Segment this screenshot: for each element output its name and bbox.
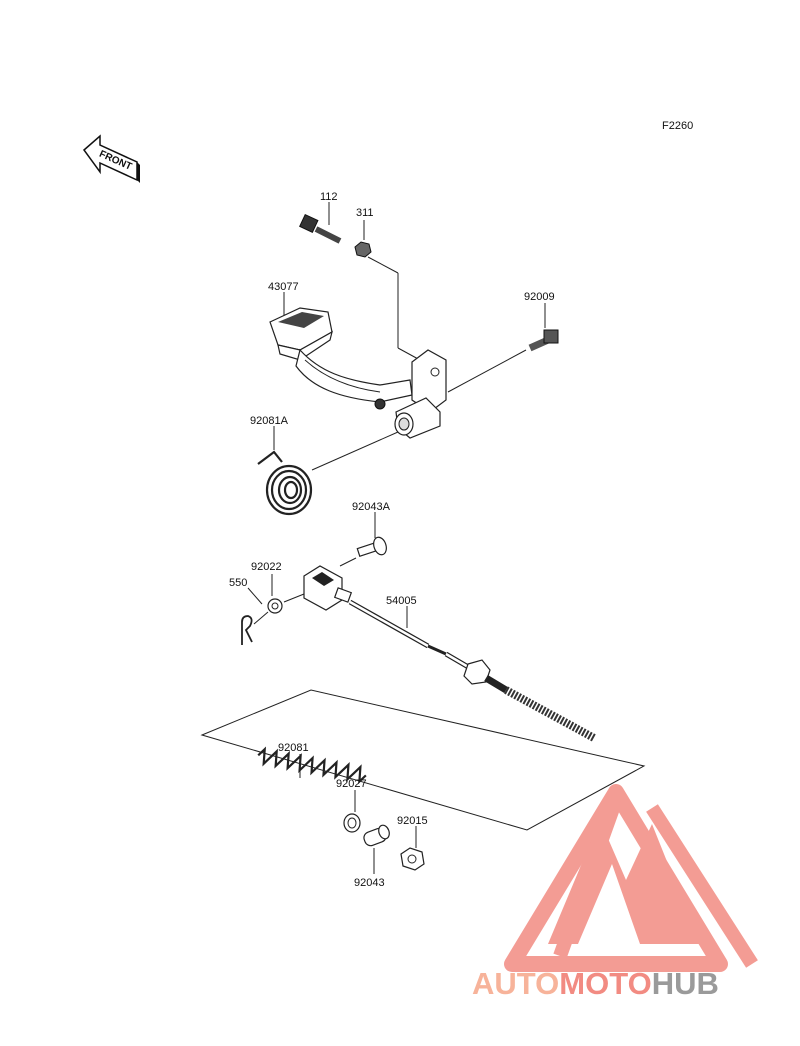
kit-frame [200,689,646,831]
clevis [303,565,353,611]
watermark-text: AUTOMOTOHUB [472,966,719,1001]
watermark-part1: AUTO [472,966,559,1001]
label-92081A: 92081A [250,415,289,427]
label-43077: 43077 [268,281,299,293]
label-92081: 92081 [278,742,309,754]
label-92043A: 92043A [352,501,391,513]
pin-92043A [339,512,387,567]
watermark-part3: HUB [652,966,719,1001]
nut-92015 [400,826,425,871]
brake-pedal-43077 [269,292,447,439]
label-550: 550 [229,577,247,589]
figure-code: F2260 [662,120,693,132]
collar-92027 [343,790,361,833]
spring-92081 [257,746,367,785]
watermark-part2: MOTO [559,966,651,1001]
label-92027: 92027 [336,778,367,790]
front-arrow-icon: FRONT [82,134,140,183]
label-112: 112 [320,191,338,203]
return-spring-92081A [257,426,399,516]
bolt-112 [299,202,342,244]
label-92022: 92022 [251,561,282,573]
label-92009: 92009 [524,291,555,303]
label-92015: 92015 [397,815,428,827]
automotohub-logo-icon [504,784,758,972]
cotter-pin-550 [241,587,269,645]
nut-311 [354,220,421,361]
pin-92043 [363,824,390,874]
label-92043: 92043 [354,877,385,889]
label-54005: 54005 [386,595,417,607]
brake-rod-54005 [348,599,596,742]
label-311: 311 [356,207,374,219]
bolt-92009 [447,303,559,393]
washer-92022 [267,574,305,614]
